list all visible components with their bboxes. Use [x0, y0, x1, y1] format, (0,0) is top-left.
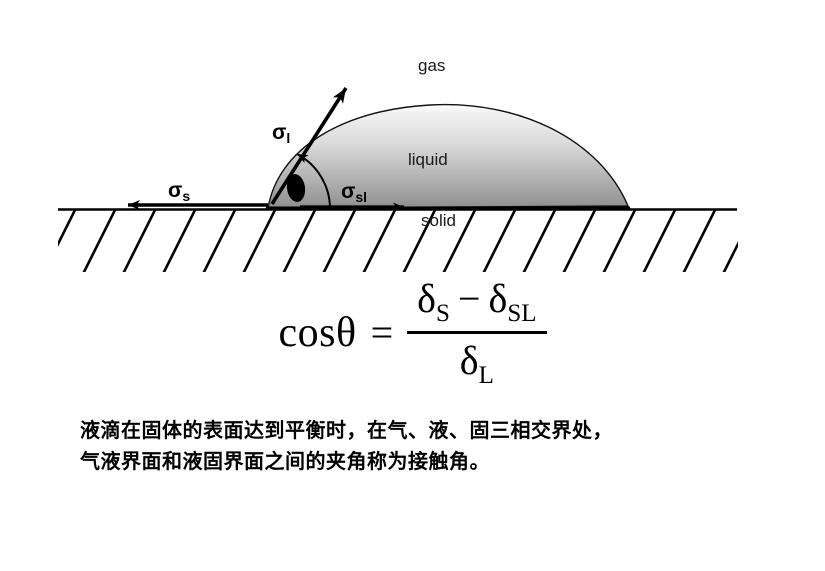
- fraction-denominator: δL: [450, 334, 504, 390]
- sigma-l-subscript: l: [286, 130, 291, 147]
- delta-sl-symbol: δ: [488, 276, 508, 321]
- delta-s-symbol: δ: [417, 276, 436, 321]
- delta-l-symbol: δ: [459, 338, 479, 383]
- equation-equals: =: [370, 310, 394, 355]
- sigma-l-label: σl: [272, 122, 290, 145]
- equation-fraction: δS−δSL δL: [407, 275, 547, 390]
- caption-line-1: 液滴在固体的表面达到平衡时，在气、液、固三相交界处，: [80, 418, 613, 442]
- solid-hatching: [58, 210, 738, 272]
- equation-row: cosθ = δS−δSL δL: [278, 275, 547, 390]
- delta-l-subscript: L: [478, 362, 494, 389]
- liquid-droplet: [267, 103, 630, 209]
- sigma-sl-label: σsl: [341, 181, 367, 204]
- sigma-s-subscript: s: [182, 188, 191, 205]
- sigma-l-symbol: σ: [272, 121, 287, 144]
- sigma-sl-symbol: σ: [341, 180, 356, 203]
- fraction-numerator: δS−δSL: [407, 275, 546, 331]
- young-equation: cosθ = δS−δSL δL: [0, 275, 825, 390]
- minus-sign: −: [457, 276, 481, 321]
- delta-s-subscript: S: [436, 300, 450, 327]
- label-solid: solid: [421, 211, 456, 230]
- delta-sl-subscript: SL: [507, 300, 537, 327]
- sigma-l-vector: [270, 87, 348, 205]
- label-liquid: liquid: [408, 150, 448, 169]
- contact-angle-arc: [296, 153, 331, 209]
- caption-line-2: 气液界面和液固界面之间的夹角称为接触角。: [80, 449, 490, 473]
- equation-lhs: cosθ: [278, 309, 357, 356]
- theta-angle-marker: [286, 174, 306, 202]
- fraction-bar: [407, 331, 547, 334]
- contact-angle-diagram: [58, 87, 738, 272]
- caption-block: 液滴在固体的表面达到平衡时，在气、液、固三相交界处， 气液界面和液固界面之间的夹…: [80, 415, 760, 477]
- sigma-sl-subscript: sl: [355, 189, 368, 206]
- sigma-s-symbol: σ: [168, 179, 183, 202]
- label-gas: gas: [418, 56, 446, 75]
- sigma-s-label: σs: [168, 180, 190, 203]
